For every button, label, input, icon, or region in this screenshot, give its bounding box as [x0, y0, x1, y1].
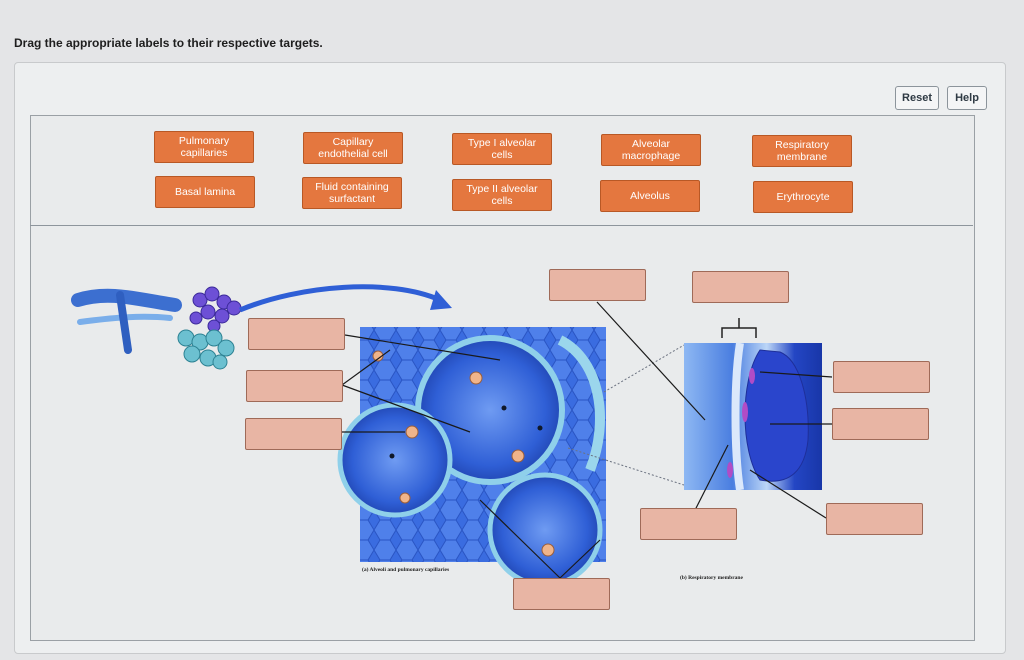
label-pulmonary-capillaries[interactable]: Pulmonary capillaries: [154, 131, 254, 163]
drop-target-4[interactable]: [549, 269, 646, 301]
bronchiole-icon: [71, 286, 242, 370]
instruction-text: Drag the appropriate labels to their res…: [14, 36, 323, 50]
label-erythrocyte[interactable]: Erythrocyte: [753, 181, 853, 213]
label-type-i-alveolar-cells[interactable]: Type I alveolar cells: [452, 133, 552, 165]
drop-target-3[interactable]: [245, 418, 342, 450]
label-respiratory-membrane[interactable]: Respiratory membrane: [752, 135, 852, 167]
label-alveolus[interactable]: Alveolus: [600, 180, 700, 212]
caption-alveoli: (a) Alveoli and pulmonary capillaries: [362, 567, 450, 573]
reset-button[interactable]: Reset: [895, 86, 939, 110]
drop-target-10[interactable]: [513, 578, 610, 610]
drop-target-5[interactable]: [692, 271, 789, 303]
label-bank-divider: [30, 225, 973, 226]
label-type-ii-alveolar-cells[interactable]: Type II alveolar cells: [452, 179, 552, 211]
drop-target-6[interactable]: [833, 361, 930, 393]
label-basal-lamina[interactable]: Basal lamina: [155, 176, 255, 208]
label-capillary-endothelial-cell[interactable]: Capillary endothelial cell: [303, 132, 403, 164]
alveoli-cross-section: [337, 327, 606, 588]
drop-target-7[interactable]: [832, 408, 929, 440]
caption-respiratory-membrane: (b) Respiratory membrane: [680, 575, 743, 581]
drop-target-9[interactable]: [640, 508, 737, 540]
drop-target-2[interactable]: [246, 370, 343, 402]
drop-target-8[interactable]: [826, 503, 923, 535]
label-alveolar-macrophage[interactable]: Alveolar macrophage: [601, 134, 701, 166]
respiratory-membrane-section: [684, 342, 822, 491]
help-button[interactable]: Help: [947, 86, 987, 110]
label-fluid-containing-surfactant[interactable]: Fluid containing surfactant: [302, 177, 402, 209]
drop-target-1[interactable]: [248, 318, 345, 350]
